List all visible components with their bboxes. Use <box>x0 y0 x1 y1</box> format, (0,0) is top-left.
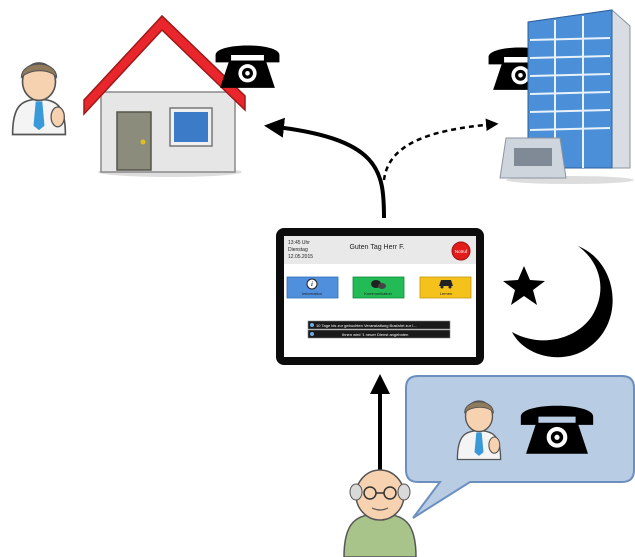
senior-person-icon <box>343 469 417 557</box>
tile-information-label: Information <box>302 291 322 296</box>
tile-learning-label: Lernen <box>440 291 452 296</box>
message-text: 10 Tage bis zur gebuchten Veranstaltung … <box>316 323 417 328</box>
emergency-label: Notruf <box>455 249 468 254</box>
message-text: Ihnen wird '1 neuer Dienst angeboten <box>342 332 408 337</box>
tablet-time: 13:45 Uhr <box>288 240 310 246</box>
tile-communication-label: Kommunikation <box>364 291 392 296</box>
caregiver-person-icon <box>11 62 67 136</box>
message-row[interactable]: Ihnen wird '1 neuer Dienst angeboten <box>307 329 451 339</box>
message-row[interactable]: 10 Tage bis zur gebuchten Veranstaltung … <box>307 320 451 330</box>
tablet-date: 12.05.2015 <box>288 254 313 260</box>
telephone-icon <box>215 45 280 88</box>
speech-bubble <box>405 375 635 519</box>
tile-communication[interactable]: Kommunikation <box>352 276 405 299</box>
info-icon-glyph: i <box>311 282 313 288</box>
tablet-greeting: Guten Tag Herr F. <box>349 244 404 251</box>
tablet-device: 13:45 Uhr Dienstag 12.05.2015 Guten Tag … <box>276 228 484 365</box>
emergency-button[interactable] <box>451 241 471 261</box>
office-building-icon <box>499 9 634 184</box>
connection-arrows <box>264 117 499 486</box>
tile-learning[interactable]: Lernen <box>419 276 472 299</box>
tile-information[interactable]: i Information <box>286 276 339 299</box>
tablet-weekday: Dienstag <box>288 247 308 253</box>
house-icon <box>83 14 246 177</box>
info-icon <box>306 278 318 290</box>
car-icon <box>439 280 453 286</box>
moon-star-icon <box>503 246 613 358</box>
